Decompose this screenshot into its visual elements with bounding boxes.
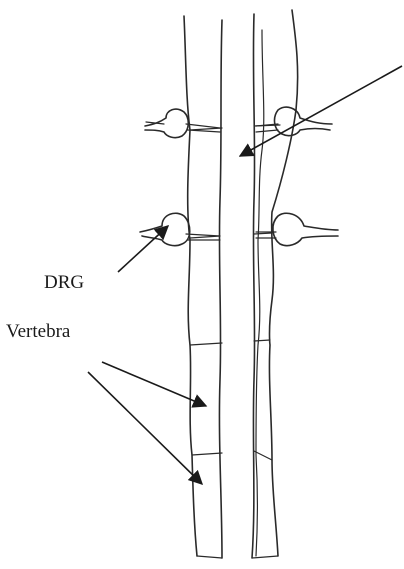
arrow-spinal-cord <box>240 66 402 156</box>
spinal-cord <box>219 14 254 558</box>
vertebral-column <box>184 10 298 558</box>
drg-lower-right <box>256 213 338 245</box>
arrow-vertebra-2 <box>88 372 202 484</box>
drg-upper-left <box>145 109 220 138</box>
drg-label: DRG <box>44 273 84 292</box>
arrow-drg <box>118 226 168 272</box>
vertebra-label: Vertebra <box>6 322 70 341</box>
